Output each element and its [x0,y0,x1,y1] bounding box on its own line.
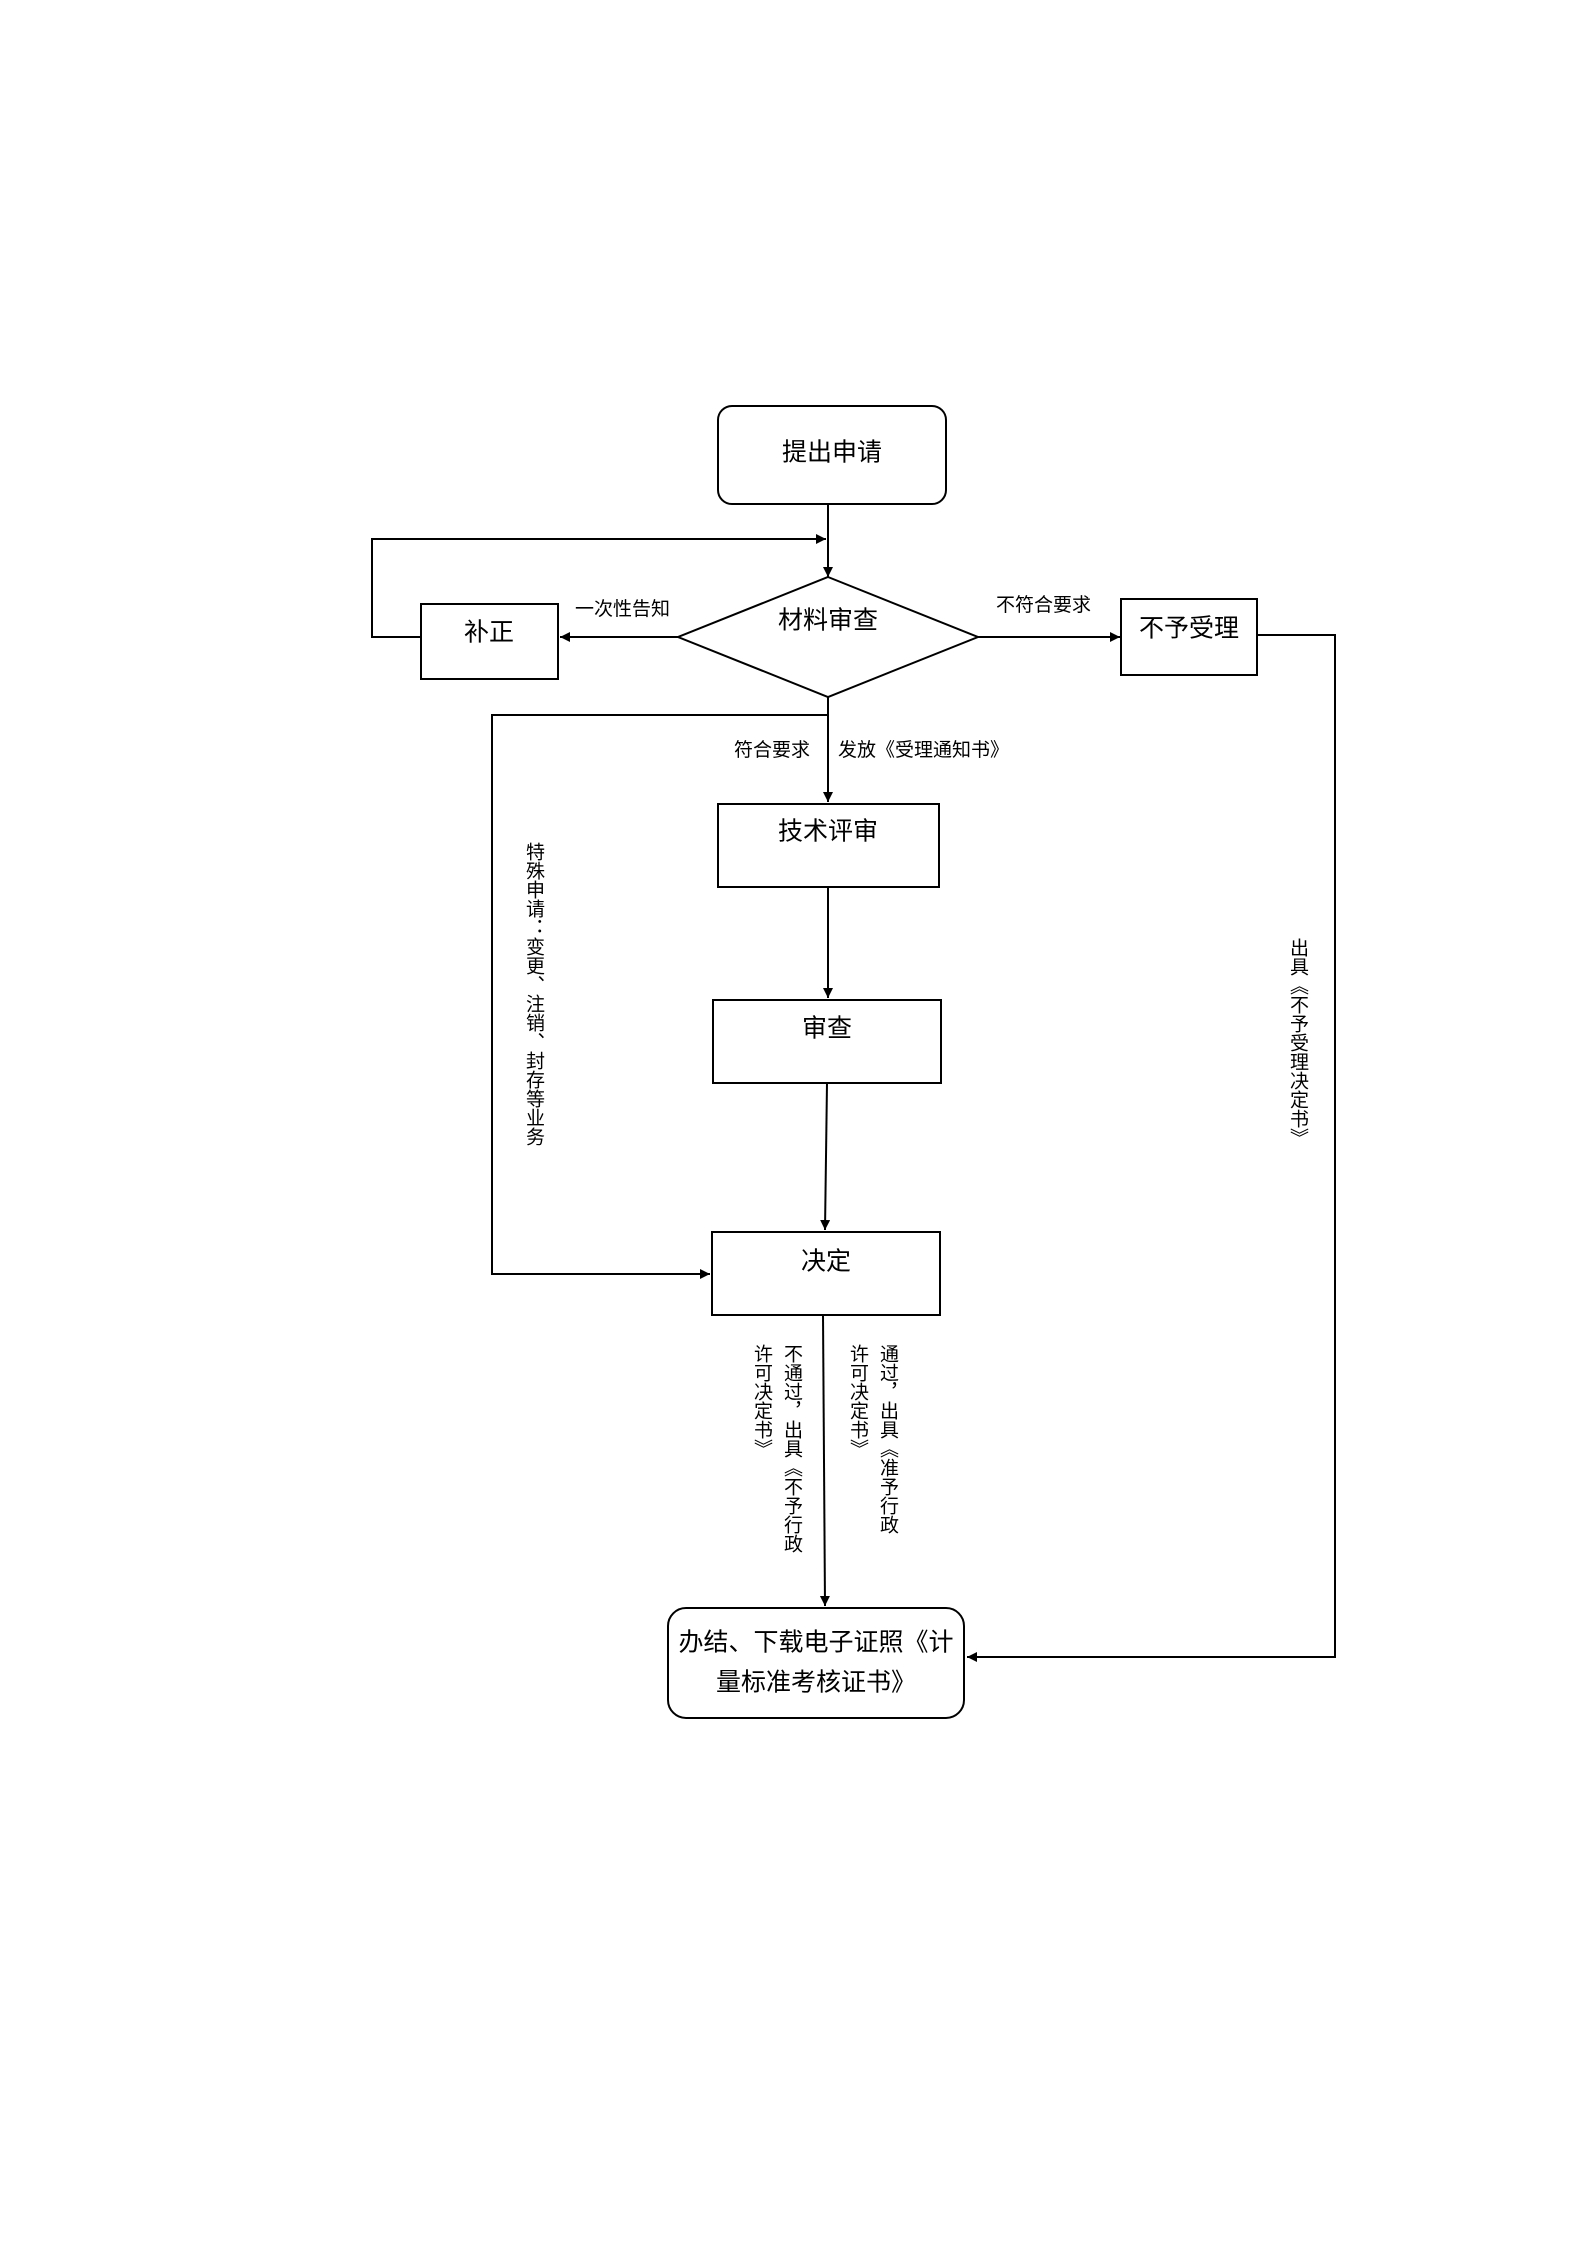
label-not-pass-line2: 许可决定书》 [751,1344,773,1458]
label-not-meet-requirements: 不符合要求 [996,594,1091,616]
arrow-special-application [491,714,828,1279]
node-correction: 补正 [420,603,559,680]
node-technical-review: 技术评审 [717,803,940,888]
node-review-materials: 材料审查 [675,575,981,699]
label-meet-requirements: 符合要求 [734,739,810,761]
node-finish: 办结、下载电子证照《计 量标准考核证书》 [667,1607,965,1719]
label-issue-rejection-decision: 出具《不予受理决定书》 [1287,938,1309,1147]
node-finish-label-line1: 办结、下载电子证照《计 [678,1628,953,1657]
node-technical-review-label: 技术评审 [778,817,878,846]
node-decision: 决定 [711,1231,941,1316]
node-correction-label: 补正 [464,618,514,647]
label-issue-acceptance-notice: 发放《受理通知书》 [838,739,1009,761]
label-pass-line1: 通过，出具《准予行政 [877,1344,899,1534]
arrow-reject-to-finish [967,634,1336,1662]
label-one-time-notice: 一次性告知 [575,598,670,620]
node-finish-label-line2: 量标准考核证书》 [716,1668,916,1697]
label-not-pass-line1: 不通过，出具《不予行政 [781,1344,803,1553]
arrow-decision-to-finish [819,1314,830,1607]
arrow-correction-loop [371,534,826,638]
node-reject: 不予受理 [1120,598,1258,676]
node-examination-label: 审查 [802,1014,852,1043]
label-special-application: 特殊申请：变更、注销、封存等业务 [523,842,545,1146]
node-start: 提出申请 [717,405,947,505]
arrow-examination-to-decision [820,1082,831,1231]
node-reject-label: 不予受理 [1139,614,1239,643]
node-decision-label: 决定 [801,1247,851,1276]
node-review-materials-label: 材料审查 [778,606,878,635]
node-examination: 审查 [712,999,942,1084]
label-pass-line2: 许可决定书》 [847,1344,869,1458]
node-start-label: 提出申请 [782,438,882,467]
